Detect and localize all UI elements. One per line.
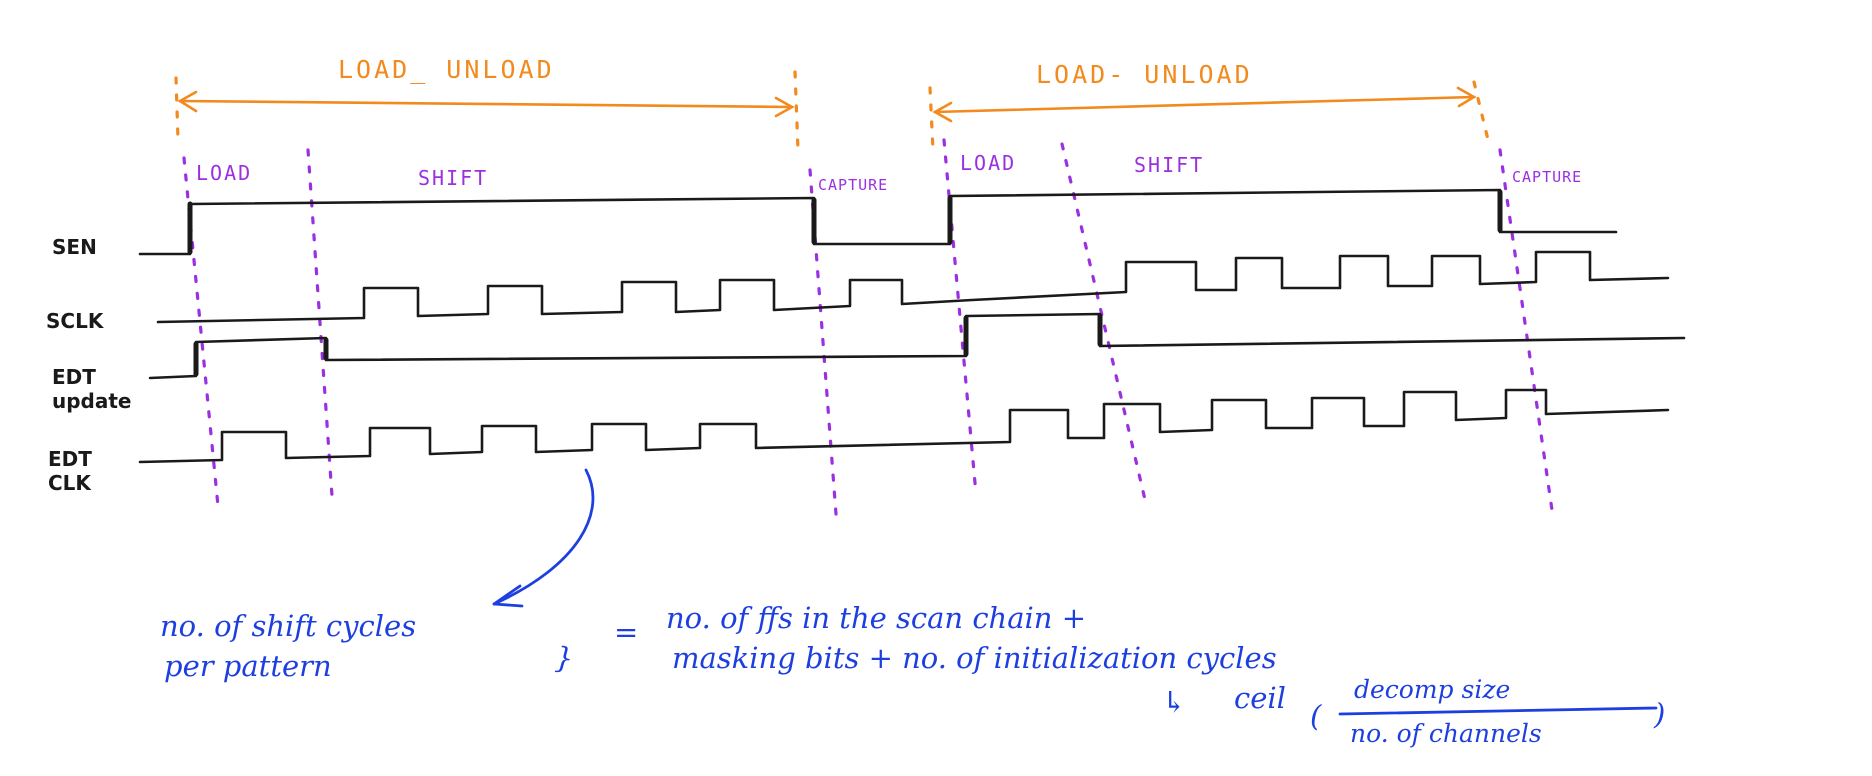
note-hook: ↳ [1162, 685, 1186, 719]
signal-label-edt-clk-1: EDT [48, 447, 92, 471]
range-2-start-line [928, 86, 935, 152]
signal-label-edt-update-2: update [52, 389, 132, 413]
phase-label-capture-1: CAPTURE [818, 176, 888, 194]
formula-note: no. of shift cycles per pattern } = no. … [160, 601, 1665, 748]
annotation-arrow [492, 468, 595, 608]
signal-names: SEN SCLK EDT update EDT CLK [46, 235, 132, 495]
note-lhs-line-1: no. of shift cycles [160, 609, 416, 643]
note-ceil: ceil [1234, 681, 1286, 715]
waveform-sen [138, 188, 1618, 256]
range-1-label: LOAD_ UNLOAD [338, 55, 555, 84]
range-1-start-line [174, 76, 180, 142]
phase-label-shift-2: SHIFT [1134, 153, 1204, 177]
range-2-arrow [932, 86, 1477, 123]
phase-boundaries [182, 138, 1554, 516]
boundary-load-1-end [306, 148, 334, 498]
phase-label-load-1: LOAD [196, 161, 252, 185]
note-fraction-bar [1338, 706, 1658, 716]
range-markers: LOAD_ UNLOAD LOAD- UNLOAD [174, 55, 1492, 152]
note-rhs-line-2: masking bits + no. of initialization cyc… [672, 641, 1277, 675]
range-2-label: LOAD- UNLOAD [1036, 60, 1253, 89]
note-numerator: decomp size [1354, 675, 1510, 704]
waveform-edt-update [148, 312, 1686, 380]
phase-label-shift-1: SHIFT [418, 166, 488, 190]
waveform-edt-clk [138, 388, 1670, 464]
phase-labels: LOAD SHIFT CAPTURE LOAD SHIFT CAPTURE [196, 151, 1582, 194]
range-1-arrow [177, 90, 795, 118]
note-brace: } [554, 640, 575, 675]
signal-label-sclk: SCLK [46, 309, 105, 333]
phase-label-capture-2: CAPTURE [1512, 168, 1582, 186]
note-close-paren: ) [1653, 697, 1665, 731]
signal-label-edt-clk-2: CLK [48, 471, 92, 495]
range-2-end-line [1472, 80, 1492, 150]
signal-label-sen: SEN [52, 235, 97, 259]
note-lhs-line-2: per pattern [164, 649, 332, 683]
signal-label-edt-update-1: EDT [52, 365, 96, 389]
phase-label-load-2: LOAD [960, 151, 1016, 175]
note-equals: = [614, 615, 638, 649]
waveform-sclk [156, 250, 1670, 324]
boundary-load-1-start [182, 156, 220, 508]
boundary-capture-2-start [1498, 148, 1554, 512]
boundary-load-2-end [1060, 142, 1148, 506]
note-rhs-line-1: no. of ffs in the scan chain + [666, 601, 1086, 635]
range-1-end-line [793, 70, 800, 152]
note-denominator: no. of channels [1350, 719, 1542, 748]
note-open-paren: ( [1310, 699, 1322, 733]
